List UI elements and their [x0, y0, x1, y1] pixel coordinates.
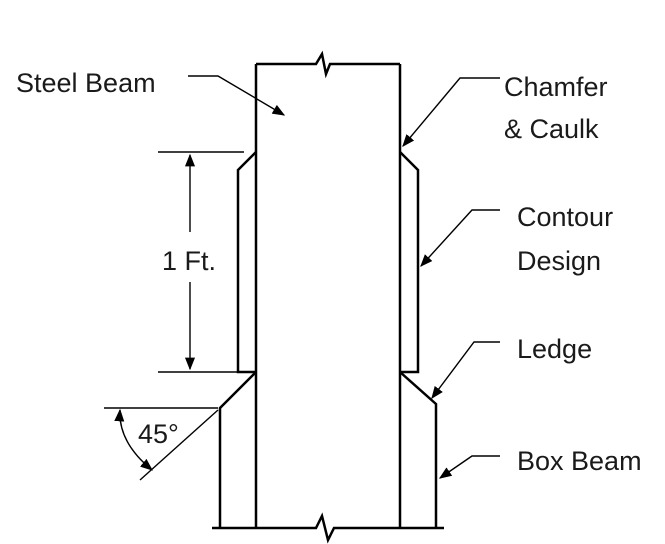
label-chamfer-line1: Chamfer — [504, 72, 608, 102]
label-contour-line1: Contour — [517, 202, 613, 232]
label-angle-45: 45° — [138, 419, 179, 449]
label-chamfer-line2: & Caulk — [504, 114, 599, 144]
leader-ledge — [431, 341, 500, 400]
label-steel-beam: Steel Beam — [16, 68, 156, 98]
label-ledge: Ledge — [517, 334, 592, 364]
leader-steel-beam — [188, 75, 286, 116]
bottom-break-line — [212, 512, 444, 544]
label-contour-line2: Design — [517, 246, 601, 276]
leader-box-beam — [438, 455, 500, 479]
box-beam-shape — [218, 151, 438, 528]
leader-chamfer — [402, 77, 500, 147]
angle-45-indicator — [104, 407, 219, 481]
label-dimension-1ft: 1 Ft. — [162, 246, 216, 276]
label-box-beam: Box Beam — [517, 446, 642, 476]
dimension-1ft — [158, 151, 244, 373]
leader-contour — [420, 209, 500, 267]
steel-beam-shape — [254, 50, 402, 528]
